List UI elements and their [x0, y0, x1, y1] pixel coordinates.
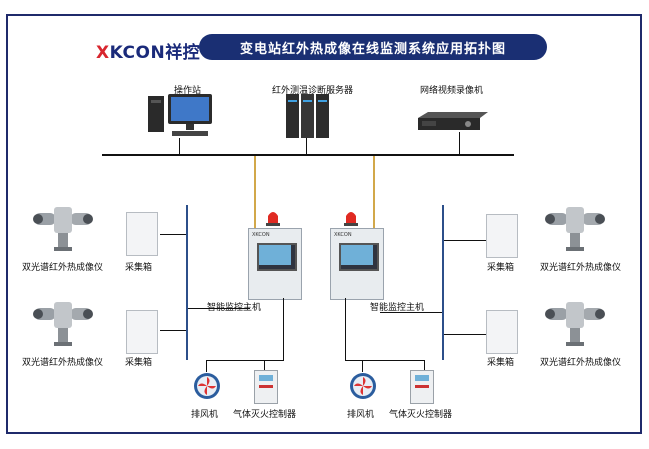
box-label: 采集箱	[125, 358, 153, 368]
collection-box-icon	[126, 310, 158, 354]
nvr-link	[459, 132, 460, 155]
host-brand: XKCON	[334, 232, 352, 238]
right-bottom-bus	[345, 360, 425, 361]
controller-label: 气体灭火控制器	[233, 410, 297, 420]
diagram-title: 变电站红外热成像在线监测系统应用拓扑图	[199, 34, 547, 60]
exhaust-fan-icon	[193, 372, 221, 400]
camera-label: 双光谱红外热成像仪	[540, 263, 622, 273]
controller-link	[424, 360, 425, 372]
gas-controller-icon	[410, 370, 434, 404]
monitoring-host-left: XKCON	[248, 228, 302, 300]
left-host-link	[188, 308, 250, 309]
camera-label: 双光谱红外热成像仪	[22, 358, 104, 368]
xkcon-logo: XKCON祥控	[96, 43, 201, 63]
server-icon	[286, 94, 330, 138]
box-label: 采集箱	[125, 263, 153, 273]
fan-link	[206, 360, 207, 372]
fan-label: 排风机	[191, 410, 219, 420]
workstation-label: 操作站	[174, 86, 202, 96]
controller-link	[264, 360, 265, 372]
nvr-icon	[418, 112, 488, 132]
thermal-camera-icon	[544, 298, 606, 348]
left-box2-link	[160, 330, 186, 331]
workstation-link	[179, 138, 180, 155]
thermal-camera-icon	[32, 203, 94, 253]
network-bus	[102, 154, 514, 156]
thermal-camera-icon	[32, 298, 94, 348]
host-right-uplink	[373, 156, 375, 228]
alarm-light-icon	[344, 210, 358, 226]
alarm-light-icon	[266, 210, 280, 226]
host-label: 智能监控主机	[370, 303, 425, 313]
thermal-camera-icon	[544, 203, 606, 253]
right-box1-link	[444, 240, 486, 241]
box-label: 采集箱	[487, 358, 515, 368]
right-field-bus	[442, 205, 444, 360]
gas-controller-icon	[254, 370, 278, 404]
camera-label: 双光谱红外热成像仪	[22, 263, 104, 273]
host-label: 智能监控主机	[207, 303, 262, 313]
collection-box-icon	[486, 310, 518, 354]
fan-label: 排风机	[347, 410, 375, 420]
monitoring-host-right: XKCON	[330, 228, 384, 300]
controller-label: 气体灭火控制器	[389, 410, 453, 420]
diagram-frame	[6, 14, 642, 434]
collection-box-icon	[126, 212, 158, 256]
right-host-down	[345, 298, 346, 360]
box-label: 采集箱	[487, 263, 515, 273]
workstation-icon	[148, 94, 214, 138]
server-link	[306, 138, 307, 155]
left-box1-link	[160, 234, 186, 235]
right-host-link	[380, 312, 442, 313]
server-label: 红外测温诊断服务器	[272, 86, 354, 96]
left-bottom-bus	[206, 360, 284, 361]
right-box2-link	[444, 334, 486, 335]
nvr-label: 网络视频录像机	[420, 86, 484, 96]
host-brand: XKCON	[252, 232, 270, 238]
fan-link	[362, 360, 363, 372]
camera-label: 双光谱红外热成像仪	[540, 358, 622, 368]
left-field-bus	[186, 205, 188, 360]
left-host-down	[283, 298, 284, 360]
exhaust-fan-icon	[349, 372, 377, 400]
host-left-uplink	[254, 156, 256, 228]
collection-box-icon	[486, 214, 518, 258]
